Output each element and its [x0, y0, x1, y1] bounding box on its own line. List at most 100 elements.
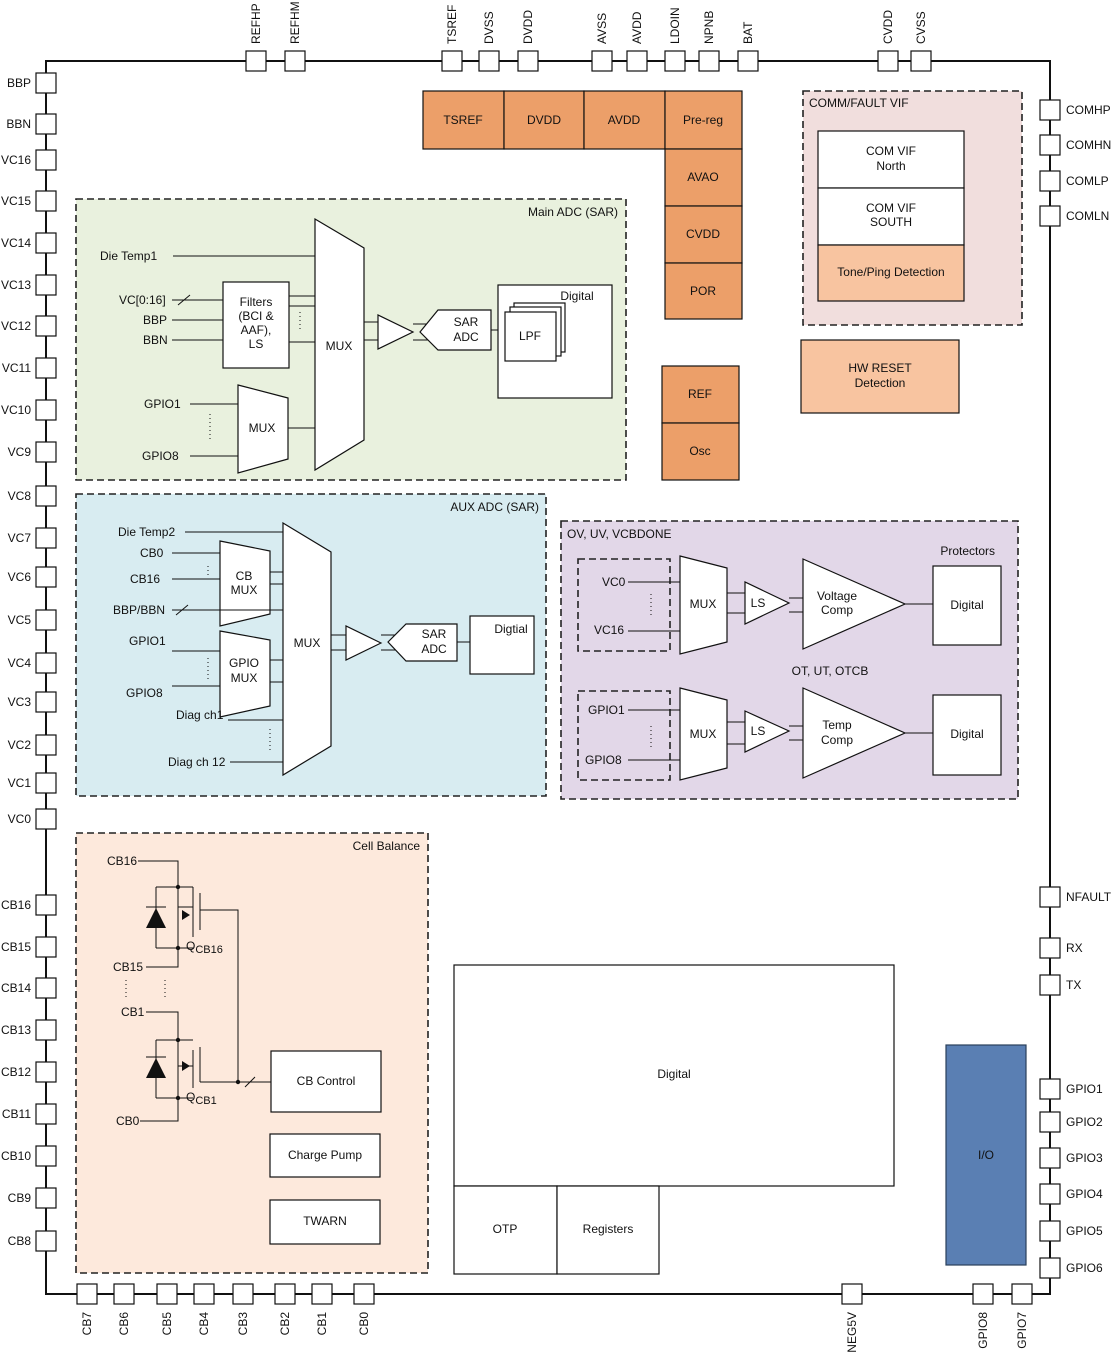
pin-gpio5: GPIO5: [1066, 1224, 1103, 1238]
pin-box-vc6: [35, 566, 57, 588]
aux-die-temp: Die Temp2: [118, 525, 175, 539]
pin-cb6: CB6: [117, 1312, 131, 1336]
dvdd-block: [503, 90, 585, 150]
pin-box-avss: [591, 50, 613, 72]
pin-box-avdd: [626, 50, 648, 72]
aux-cb16-label: CB16: [130, 572, 160, 586]
main-bbp-label: BBP: [143, 313, 167, 327]
main-digital-label: Digital: [560, 289, 593, 303]
pin-box-comhp: [1039, 99, 1061, 121]
main-mux-label: MUX: [326, 339, 353, 353]
gpio-mux: [219, 630, 271, 718]
comm-title: COMM/FAULT VIF: [809, 96, 909, 110]
pin-box-cb14: [35, 977, 57, 999]
aux-gpio8-label: GPIO8: [126, 686, 163, 700]
pin-neg5v: NEG5V: [845, 1312, 859, 1353]
pin-gpio3: GPIO3: [1066, 1151, 1103, 1165]
pin-box-vc9: [35, 441, 57, 463]
pin-vc13: VC13: [1, 278, 31, 292]
pin-cb12: CB12: [1, 1065, 31, 1079]
pin-cb16: CB16: [1, 898, 31, 912]
pin-gpio8: GPIO8: [976, 1312, 990, 1349]
digital-main-label: Digital: [657, 1067, 690, 1081]
prot-gpio8-label: GPIO8: [585, 753, 622, 767]
pin-cb7: CB7: [80, 1312, 94, 1336]
pin-gpio6: GPIO6: [1066, 1261, 1103, 1275]
avdd-block: [583, 90, 666, 150]
filters-l2: (BCI &: [238, 309, 273, 323]
q-cb16: QCB16: [186, 939, 223, 956]
pin-box-cb9: [35, 1187, 57, 1209]
prot-vc0-label: VC0: [602, 575, 626, 589]
pin-vc3: VC3: [8, 695, 32, 709]
temp-comp-l2: Comp: [821, 733, 853, 747]
prot-digital1: [932, 565, 1002, 646]
cb-cb16-label: CB16: [107, 854, 137, 868]
q-cb1: QCB1: [186, 1090, 217, 1107]
io-label: I/O: [978, 1148, 994, 1162]
cvdd-label: CVDD: [686, 227, 720, 241]
main-bbn-label: BBN: [143, 333, 168, 347]
dvdd-label: DVDD: [527, 113, 561, 127]
pin-dvdd: DVDD: [521, 10, 535, 44]
aux-sar-l1: SAR: [422, 627, 447, 641]
pin-npnb: NPNB: [702, 11, 716, 44]
filters-block: [222, 281, 290, 369]
pin-vc7: VC7: [8, 531, 32, 545]
pin-box-cb8: [35, 1230, 57, 1252]
aux-gpio1-label: GPIO1: [129, 634, 166, 648]
registers-block: [556, 1185, 660, 1275]
pin-cb1: CB1: [315, 1312, 329, 1336]
charge-pump-block: [269, 1133, 381, 1178]
pin-box-dvdd: [517, 50, 539, 72]
pin-box-vc16: [35, 149, 57, 171]
pin-avss: AVSS: [595, 13, 609, 44]
cb-cb15-label: CB15: [113, 960, 143, 974]
pin-cb2: CB2: [278, 1312, 292, 1336]
prot-mux2: [679, 687, 728, 781]
pin-cb10: CB10: [1, 1149, 31, 1163]
prot-digital2-label: Digital: [950, 727, 983, 741]
por-block: [664, 262, 743, 320]
main-sar-l2: ADC: [453, 330, 479, 344]
com-vif-north: [817, 130, 965, 189]
pin-vc11: VC11: [2, 361, 31, 375]
com-vif-south: [817, 187, 965, 246]
cb-mux-l2: MUX: [231, 583, 258, 597]
pin-bbn: BBN: [6, 117, 31, 131]
hw-reset-l1: HW RESET: [848, 361, 912, 375]
filters-l3: AAF),: [241, 323, 272, 337]
pin-box-tsref: [441, 50, 463, 72]
main-small-mux-label: MUX: [249, 421, 276, 435]
pin-box-gpio5: [1039, 1220, 1061, 1242]
aux-cb0-label: CB0: [140, 546, 164, 560]
pin-comln: COMLN: [1066, 209, 1109, 223]
pin-cb14: CB14: [1, 981, 31, 995]
cb-control-label: CB Control: [297, 1074, 356, 1088]
main-adc-title: Main ADC (SAR): [528, 205, 618, 219]
pin-box-vc14: [35, 232, 57, 254]
main-mux: [314, 217, 365, 472]
pin-box-comhn: [1039, 134, 1061, 156]
main-small-mux: [237, 384, 289, 474]
pin-avdd: AVDD: [630, 11, 644, 44]
com-vif-south-l1: COM VIF: [866, 201, 916, 215]
otp-block: [453, 1185, 558, 1275]
aux-mux: [282, 521, 332, 777]
pin-box-rx: [1039, 937, 1061, 959]
pin-tsref: TSREF: [445, 5, 459, 44]
pin-comlp: COMLP: [1066, 174, 1109, 188]
prot-mux2-label: MUX: [690, 727, 717, 741]
ot-title: OT, UT, OTCB: [792, 664, 869, 678]
aux-mux-label: MUX: [294, 636, 321, 650]
pin-gpio2: GPIO2: [1066, 1115, 1103, 1129]
pin-vc9: VC9: [8, 445, 32, 459]
pin-gpio1: GPIO1: [1066, 1082, 1103, 1096]
gpio-mux-l2: MUX: [231, 671, 258, 685]
pin-vc1: VC1: [8, 776, 32, 790]
pin-box-refhp: [245, 50, 267, 72]
pin-box-vc11: [35, 357, 57, 379]
prot-mux1-label: MUX: [690, 597, 717, 611]
pin-box-cb6: [113, 1283, 135, 1305]
